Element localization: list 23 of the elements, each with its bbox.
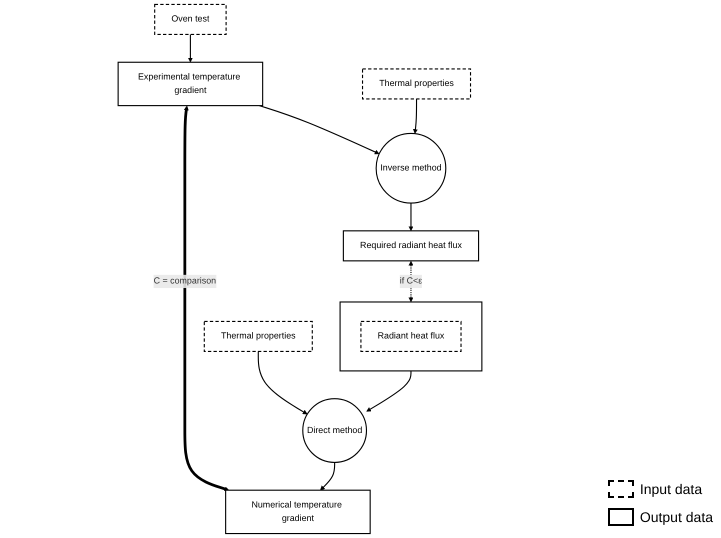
arrow [320, 462, 336, 490]
arrow [366, 370, 412, 412]
node-box: Thermal properties [204, 320, 313, 352]
cluster [340, 301, 482, 372]
edge-label: C = comparison [154, 276, 216, 286]
legend-label: Output data [640, 509, 713, 525]
node-circle: Direct method [302, 398, 368, 463]
arrow [259, 105, 380, 154]
edge-label: if C<ε [400, 276, 422, 286]
node-box: Required radiant heat flux [342, 230, 480, 262]
node-box: Thermal properties [362, 68, 472, 100]
arrow [258, 351, 308, 414]
legend-label: Input data [640, 481, 702, 497]
node-box: Numerical temperature gradient [225, 490, 371, 534]
node-box: Oven test [154, 4, 227, 36]
node-box: Radiant heat flux [360, 320, 462, 352]
arrow [183, 106, 230, 492]
arrow [408, 260, 414, 302]
node-circle: Inverse method [376, 132, 446, 204]
arrow [408, 203, 414, 232]
arrow [188, 34, 193, 62]
arrow [413, 98, 418, 134]
node-box: Experimental temperature gradient [118, 62, 264, 106]
